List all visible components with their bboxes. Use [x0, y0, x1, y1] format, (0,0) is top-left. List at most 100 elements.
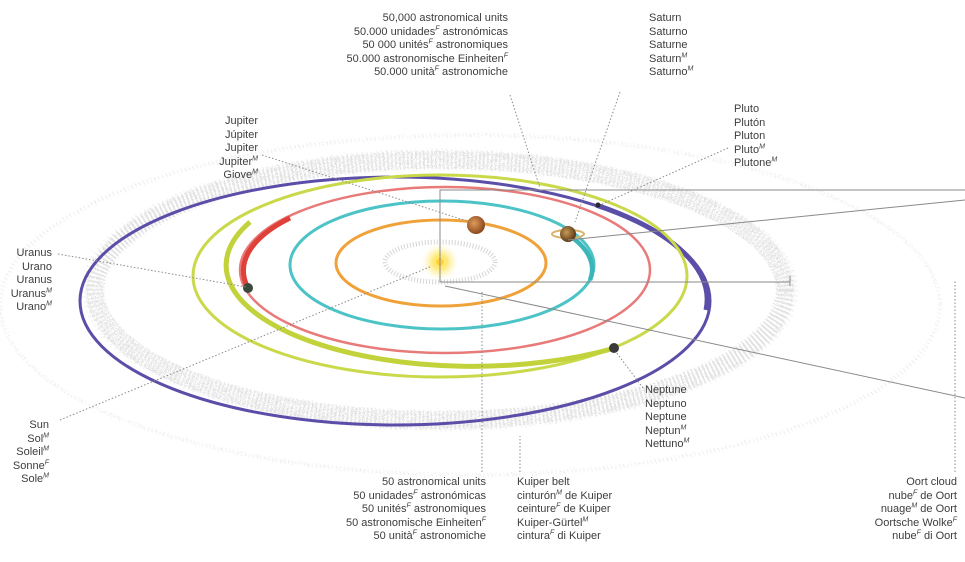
kuiper-line: ceintureF de Kuiper	[517, 502, 611, 516]
distance-50000-line: 50,000 astronomical units	[382, 12, 508, 24]
pluto-line: Plutón	[734, 116, 766, 129]
gender-marker: M	[46, 287, 52, 295]
kuiper-belt	[82, 149, 798, 431]
gender-marker: F	[503, 52, 508, 60]
gender-marker: M	[680, 424, 687, 432]
gender-marker: M	[911, 502, 918, 510]
neptune-line: Neptune	[645, 411, 687, 424]
kuiper-line: Kuiper belt	[517, 476, 570, 488]
saturn-line: Saturne	[649, 39, 688, 52]
gender-marker: M	[759, 143, 765, 151]
distance-50000-line: 50 000 unitésF astronomiques	[362, 38, 508, 52]
neptune-line: NettunoM	[645, 437, 690, 451]
distance-50-line: 50 astronomische EinheitenF	[345, 516, 486, 529]
gender-marker: F	[952, 516, 957, 524]
neptune-orbit-bold-segment	[223, 220, 616, 369]
gender-marker: F	[428, 38, 433, 46]
uranus-line: UranoM	[16, 300, 52, 314]
gender-marker: F	[481, 516, 486, 524]
gender-marker: F	[413, 488, 418, 496]
oort-line: nubeF di Oort	[892, 529, 957, 543]
distance-50-line: 50 unitàF astronomiche	[373, 529, 486, 543]
gender-marker: M	[582, 516, 589, 524]
neptune-orbit	[191, 173, 689, 379]
kuiper-line: cinturónM de Kuiper	[517, 488, 613, 502]
sun-line: SoleilM	[16, 445, 49, 459]
pluto-line: Pluton	[734, 130, 766, 143]
uranus-orbit	[238, 185, 652, 355]
gender-marker: M	[43, 472, 49, 480]
oort-line: nuageM de Oort	[880, 502, 957, 516]
gender-marker: F	[556, 502, 561, 510]
pluto-orbit-bold-segment	[595, 202, 710, 311]
gender-marker: F	[412, 529, 417, 537]
gender-marker: M	[252, 168, 258, 176]
gender-marker: F	[434, 65, 439, 73]
sun-line: SolM	[27, 431, 49, 445]
oort-cloud	[0, 133, 942, 477]
uranus-orbit-red-segment	[240, 215, 292, 290]
kuiper-line: cinturaF di Kuiper	[517, 529, 601, 543]
neptune-line: Neptune	[645, 384, 687, 396]
sun-line: Sun	[29, 419, 49, 431]
saturn-line: Saturn	[649, 12, 682, 24]
gender-marker: M	[46, 300, 52, 308]
uranus-line: Urano	[22, 260, 52, 273]
pluto-line: PlutoneM	[734, 156, 778, 170]
gender-marker: F	[912, 488, 918, 496]
gender-marker: M	[771, 156, 778, 164]
neptune-line: NeptunM	[645, 424, 687, 437]
distance-50000-line: 50.000 astronomische EinheitenF	[346, 52, 508, 65]
jupiter-line: Júpiter	[224, 128, 258, 141]
distance-50-line: 50 unitésF astronomiques	[361, 502, 486, 516]
pluto-line: Pluto	[734, 103, 760, 115]
saturn-line: SaturnM	[649, 52, 688, 65]
jupiter-line: JupiterM	[219, 155, 258, 168]
distance-scale-lines	[439, 189, 965, 399]
gender-marker: F	[550, 529, 555, 537]
gender-marker: M	[43, 431, 49, 439]
saturn-planet	[551, 226, 585, 242]
uranus-line: Uranus	[16, 247, 52, 259]
leader-lines	[57, 91, 956, 472]
uranus-line: Uranus	[16, 274, 52, 287]
gender-marker: M	[43, 445, 49, 453]
uranus-line: UranusM	[10, 287, 52, 300]
jupiter-planet	[467, 216, 485, 234]
jupiter-line: GioveM	[223, 168, 258, 182]
jupiter-line: Jupiter	[224, 142, 258, 155]
saturn-line: SaturnoM	[649, 65, 694, 79]
gender-marker: F	[406, 502, 411, 510]
neptune-line: Neptuno	[645, 397, 687, 410]
gender-marker: M	[556, 488, 562, 496]
pluto-line: PlutoM	[734, 143, 765, 156]
gender-marker: M	[683, 437, 690, 445]
uranus-planet	[243, 283, 253, 293]
pluto-planet	[595, 202, 601, 208]
oort-line: Oort cloud	[906, 476, 957, 488]
saturn-line: Saturno	[649, 25, 688, 38]
jupiter-line: Jupiter	[224, 115, 258, 127]
gender-marker: F	[916, 529, 921, 537]
sun-line: SoleM	[21, 472, 49, 486]
jupiter-orbit	[334, 218, 548, 308]
distance-50000-line: 50.000 unitàF astronomiche	[374, 65, 508, 79]
gender-marker: M	[681, 52, 688, 60]
gender-marker: M	[687, 65, 694, 73]
gender-marker: M	[252, 155, 258, 163]
distance-50000-line: 50.000 unidadesF astronómicas	[353, 24, 508, 38]
kuiper-line: Kuiper-GürtelM	[517, 516, 589, 529]
sun-line: SonneF	[12, 459, 49, 472]
oort-line: Oortsche WolkeF	[874, 516, 957, 529]
